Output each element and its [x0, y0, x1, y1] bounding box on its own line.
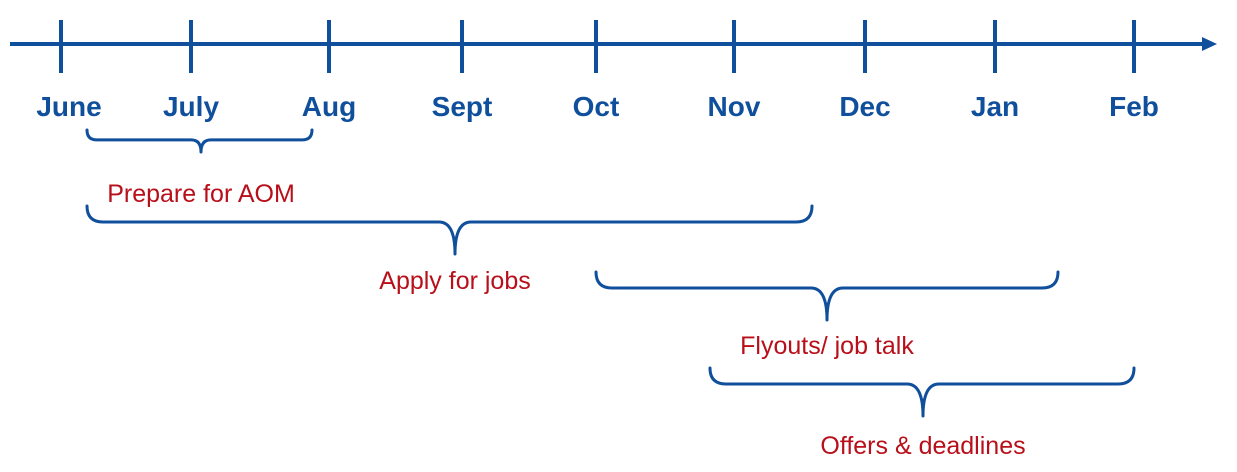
month-ticks	[59, 20, 1136, 73]
month-label: Feb	[1109, 91, 1159, 122]
month-labels: June July Aug Sept Oct Nov Dec Jan Feb	[36, 91, 1159, 122]
phase-label: Flyouts/ job talk	[740, 332, 914, 360]
phase-group: Apply for jobs	[85, 204, 814, 295]
month-label: Aug	[302, 91, 356, 122]
phase-brace	[85, 204, 814, 256]
phase-label: Prepare for AOM	[107, 180, 295, 208]
phase-brace	[594, 270, 1060, 322]
phase-label: Offers & deadlines	[820, 432, 1025, 460]
phase-label: Apply for jobs	[379, 267, 530, 295]
phase-group: Offers & deadlines	[708, 366, 1136, 460]
month-label: Sept	[432, 91, 493, 122]
phase-group: Flyouts/ job talk	[594, 270, 1060, 360]
month-label: Oct	[573, 91, 620, 122]
month-label: June	[36, 91, 101, 122]
timeline-axis	[10, 37, 1217, 51]
month-label: Nov	[708, 91, 761, 122]
month-label: July	[163, 91, 219, 122]
month-label: Jan	[971, 91, 1019, 122]
phase-brace	[85, 128, 314, 154]
phase-brace	[708, 366, 1136, 418]
month-label: Dec	[839, 91, 890, 122]
arrowhead-icon	[1202, 37, 1217, 51]
phase-group: Prepare for AOM	[85, 128, 314, 208]
